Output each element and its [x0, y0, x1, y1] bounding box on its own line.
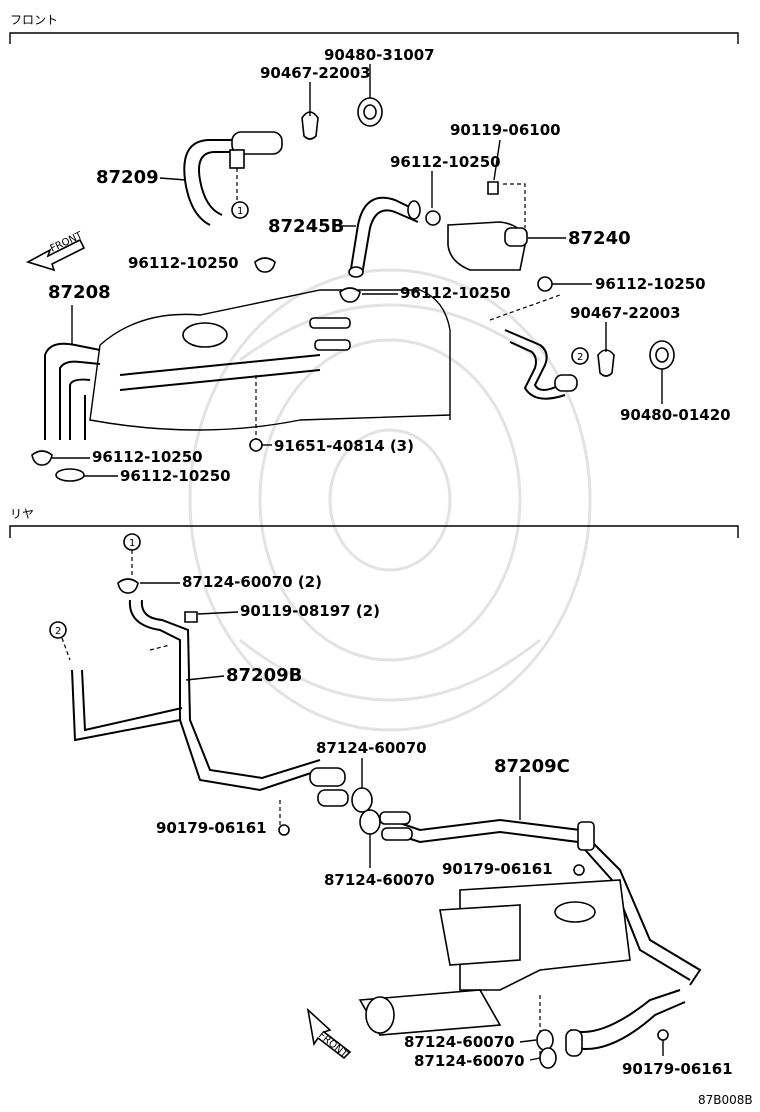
svg-text:1: 1: [237, 206, 243, 217]
label-90179-06161-a: 90179-06161: [156, 819, 267, 837]
marker-1-front: 1: [231, 201, 249, 219]
heater-unit: [358, 879, 631, 1069]
label-87124-60070-2: 87124-60070 (2): [182, 573, 322, 591]
clamp-87124-60070-rear: [278, 787, 381, 836]
label-96112-10250-f: 96112-10250: [120, 467, 231, 485]
label-87209c: 87209C: [494, 756, 570, 777]
label-87124-60070-e: 87124-60070: [414, 1052, 525, 1070]
marker-1-rear: 1: [123, 533, 141, 578]
rear-section-bracket: リヤ: [9, 507, 739, 538]
label-90467-22003-top: 90467-22003: [260, 64, 371, 82]
hose-87209b: [71, 578, 349, 807]
labels: 90480-31007 90467-22003 87209 90119-0610…: [48, 46, 753, 1107]
label-87208: 87208: [48, 282, 111, 303]
clip-96112-10250-top: [339, 287, 361, 303]
svg-text:2: 2: [55, 626, 61, 637]
label-96112-10250-c: 96112-10250: [595, 275, 706, 293]
svg-text:FRONT: FRONT: [316, 1030, 350, 1061]
diagram-code: 87B008B: [698, 1093, 753, 1107]
rear-section-label: リヤ: [10, 507, 34, 521]
valve-87240: [425, 181, 553, 292]
watermark-emblem: [188, 268, 592, 732]
label-87124-60070-d: 87124-60070: [404, 1033, 515, 1051]
label-87240: 87240: [568, 228, 631, 249]
label-96112-10250-d: 96112-10250: [400, 284, 511, 302]
label-87209b: 87209B: [226, 665, 302, 686]
front-arrow-icon-rear: FRONT: [306, 1007, 352, 1061]
label-90480-01420: 90480-01420: [620, 406, 731, 424]
label-87124-60070-b: 87124-60070: [316, 739, 427, 757]
radiator-tank: [44, 289, 451, 452]
svg-text:1: 1: [129, 538, 135, 549]
label-90119-08197: 90119-08197 (2): [240, 602, 380, 620]
label-87124-60070-c: 87124-60070: [324, 871, 435, 889]
svg-text:2: 2: [577, 352, 583, 363]
front-arrow-icon: FRONT: [25, 230, 86, 272]
front-section-bracket: フロント: [9, 13, 739, 44]
clip-96112-10250-left: [254, 257, 276, 273]
front-section-label: フロント: [10, 13, 58, 27]
label-90179-06161-b: 90179-06161: [442, 860, 553, 878]
label-90179-06161-c: 90179-06161: [622, 1060, 733, 1078]
clips-lower-left: [31, 450, 85, 482]
label-87209: 87209: [96, 167, 159, 188]
grommet-90480-31007: [357, 97, 383, 127]
hose-87209: [183, 131, 283, 226]
label-96112-10250-a: 96112-10250: [390, 153, 501, 171]
label-91651-40814: 91651-40814 (3): [274, 437, 414, 455]
label-90467-22003-right: 90467-22003: [570, 304, 681, 322]
marker-2-rear: 2: [49, 621, 71, 661]
label-90480-31007: 90480-31007: [324, 46, 435, 64]
hose-87245b: [348, 196, 421, 278]
hose-87209c: [379, 811, 702, 1057]
clip-90467-22003: [301, 111, 319, 140]
label-90119-06100: 90119-06100: [450, 121, 561, 139]
label-87245b: 87245B: [268, 216, 344, 237]
hose-right-front: 2: [489, 294, 675, 400]
label-96112-10250-e: 96112-10250: [92, 448, 203, 466]
label-96112-10250-b: 96112-10250: [128, 254, 239, 272]
